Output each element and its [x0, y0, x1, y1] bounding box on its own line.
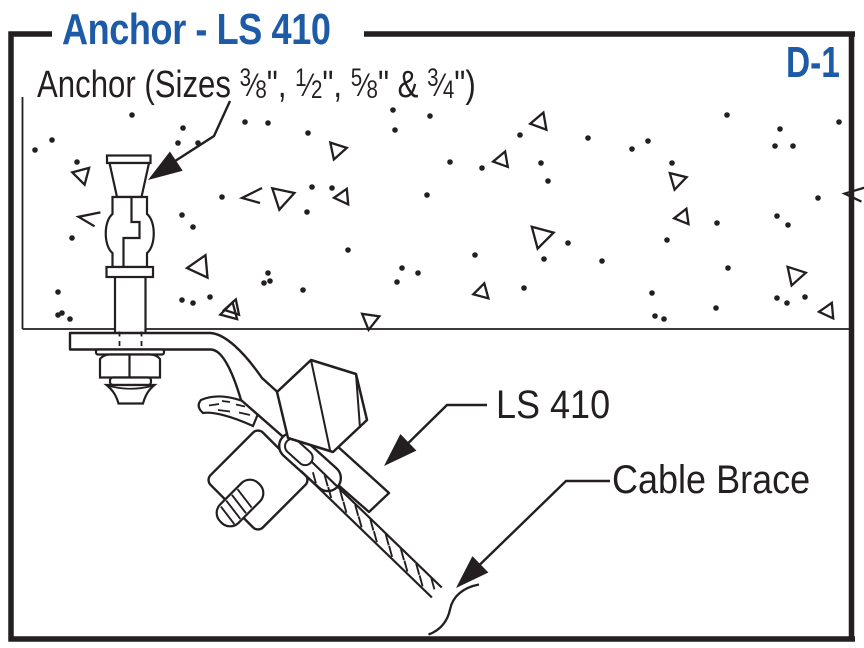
anchor-collar — [105, 265, 155, 279]
concrete-section — [21, 97, 864, 333]
bracket-outline — [68, 331, 391, 514]
border-frame — [8, 31, 855, 642]
break-symbol — [428, 583, 480, 636]
size-fraction-part: 3 — [427, 64, 439, 92]
size-fraction-part: ⁄ — [362, 67, 367, 103]
anchor-cap — [105, 154, 152, 165]
ls410-callout: LS 410 — [496, 383, 611, 427]
leader-ls410-arrowhead — [384, 434, 417, 466]
leader-cable-brace — [456, 479, 610, 588]
leader-anchor-arrowhead — [148, 151, 183, 180]
anchor-nut-assembly — [94, 348, 166, 405]
anchor-expansion-body — [104, 195, 155, 269]
leader-cable-line — [461, 479, 610, 583]
concrete-stipple-texture — [32, 107, 864, 333]
size-fraction-part: ", — [266, 64, 296, 106]
frame-lines — [8, 31, 855, 642]
anchor-cone — [108, 161, 151, 199]
dome-point — [103, 383, 158, 405]
cable-brace-callout: Cable Brace — [612, 458, 811, 502]
size-fraction-part: 8 — [255, 76, 267, 104]
size-fraction-part: ", — [322, 64, 351, 106]
cable-rail-lower — [300, 470, 433, 599]
bracket-ls410 — [68, 331, 391, 514]
drawing-title: Anchor - LS 410 — [62, 5, 331, 54]
size-fraction-part: 2 — [310, 76, 323, 104]
size-fraction-part: ⁄ — [251, 67, 256, 103]
anchor-shank — [115, 277, 146, 333]
leader-cable-arrowhead — [456, 556, 489, 588]
size-fraction-part: " & — [377, 64, 428, 106]
size-fraction-part: ") — [454, 64, 476, 106]
cable-strand-ticks — [311, 471, 436, 590]
concrete-outline — [21, 97, 849, 330]
leader-ls410 — [384, 403, 487, 466]
wedge-anchor — [104, 154, 155, 333]
anchor-size-callout: Anchor (Sizes 3⁄8", 1⁄2", 5⁄8" & 3⁄4") — [37, 64, 476, 106]
cable-rail-upper — [310, 460, 443, 589]
bolt-tip-threads — [220, 488, 253, 525]
anchor-wedge-slot — [122, 197, 141, 267]
anchor-shank-edges — [113, 277, 147, 333]
leader-anchor-line — [157, 100, 232, 174]
bolt-thread-tip — [215, 478, 265, 528]
leader-anchor — [148, 100, 232, 180]
bolt-hidden-lines — [118, 331, 143, 350]
bolt-tip-outline — [215, 478, 265, 528]
size-fraction-part: 4 — [442, 76, 455, 104]
leader-ls410-line — [389, 403, 487, 462]
cable-tip-in-slot — [284, 437, 314, 467]
size-fraction-part: 8 — [366, 76, 378, 104]
hex-bolt-head — [275, 358, 369, 454]
size-fraction-part: ⁄ — [438, 67, 443, 103]
cable-brace-rod — [300, 460, 480, 636]
anchor-callout-prefix: Anchor (Sizes — [37, 64, 240, 106]
anchor-size-fractions: 3⁄8", 1⁄2", 5⁄8" & 3⁄4") — [240, 64, 476, 106]
size-fraction-part: 5 — [350, 64, 363, 92]
cable-loop-hatches — [208, 400, 259, 416]
dome-curve — [107, 384, 154, 390]
size-fraction-part: ⁄ — [306, 67, 311, 103]
hex-head-outline — [275, 358, 369, 454]
size-fraction-part: 3 — [239, 64, 252, 92]
lock-ring — [108, 376, 153, 387]
sheet-number: D-1 — [786, 38, 840, 87]
hex-head-facets — [310, 359, 361, 451]
size-fraction-part: 1 — [295, 64, 307, 92]
